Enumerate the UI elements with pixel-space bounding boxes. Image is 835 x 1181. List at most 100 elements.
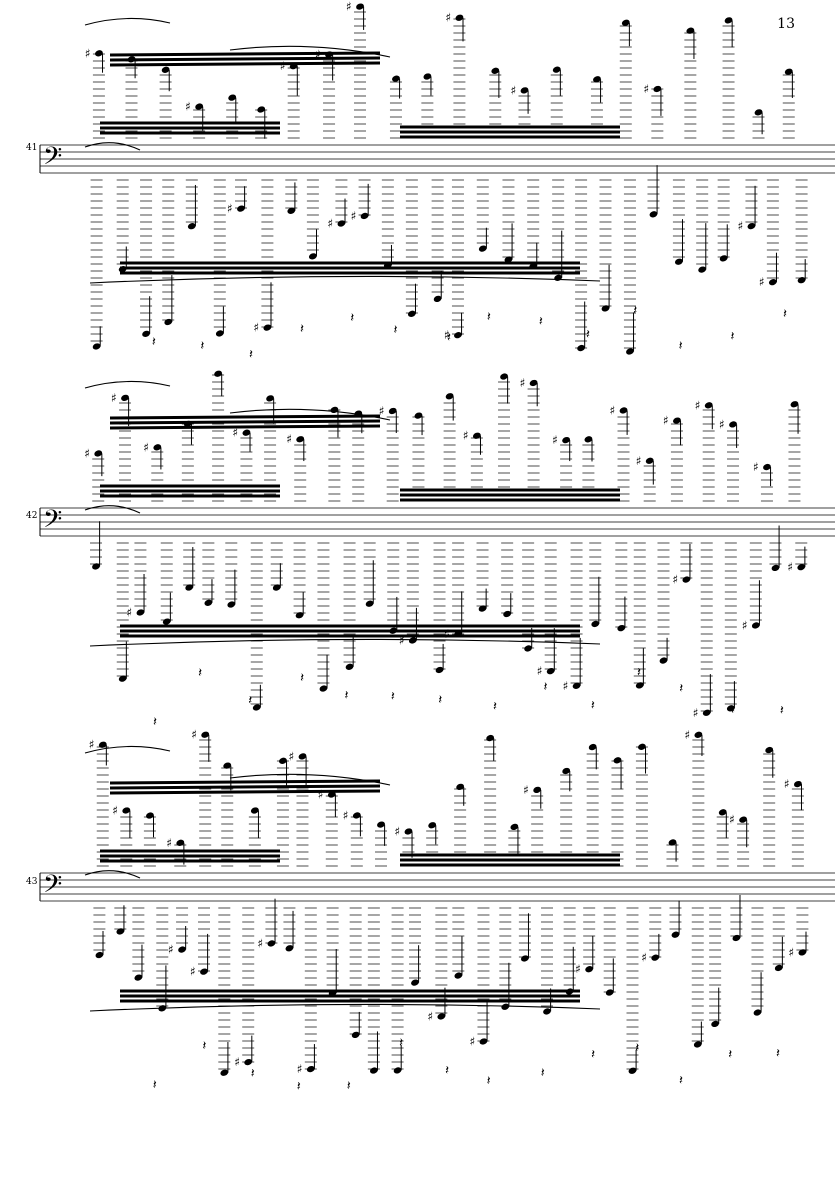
sharp-accidental: ♯ <box>227 202 233 216</box>
rest: 𝄽 <box>347 1079 351 1094</box>
notehead <box>751 622 760 629</box>
notehead <box>392 75 400 82</box>
notehead <box>763 463 771 471</box>
notehead <box>673 417 681 424</box>
notehead <box>572 682 581 689</box>
notehead <box>445 393 454 400</box>
notehead <box>562 767 571 775</box>
rest: 𝄽 <box>731 330 735 345</box>
notehead <box>653 85 662 93</box>
notehead <box>711 1020 720 1028</box>
rest: 𝄽 <box>591 698 595 713</box>
bass-clef: 𝄢 <box>43 870 62 905</box>
notehead <box>351 1031 360 1039</box>
notehead <box>287 207 296 214</box>
notehead <box>486 734 495 742</box>
bass-clef: 𝄢 <box>43 142 62 177</box>
tie <box>84 745 171 754</box>
notehead <box>308 253 317 260</box>
rest: 𝄽 <box>202 1039 206 1054</box>
notehead <box>479 1038 488 1045</box>
sharp-accidental: ♯ <box>444 328 450 342</box>
sharp-accidental: ♯ <box>742 618 748 632</box>
notehead <box>327 791 336 798</box>
sharp-accidental: ♯ <box>84 446 90 460</box>
notehead <box>92 343 101 350</box>
sharp-accidental: ♯ <box>463 429 469 443</box>
rest: 𝄽 <box>731 703 735 718</box>
sharp-accidental: ♯ <box>280 59 286 73</box>
notehead <box>797 564 806 571</box>
notehead <box>116 928 125 935</box>
notehead <box>227 601 236 608</box>
rest: 𝄽 <box>679 339 683 354</box>
sharp-accidental: ♯ <box>784 777 790 791</box>
sharp-accidental: ♯ <box>788 945 794 959</box>
notehead <box>510 823 519 831</box>
rest: 𝄽 <box>300 671 304 686</box>
notehead <box>552 66 561 73</box>
notehead <box>437 1013 446 1020</box>
notehead <box>263 324 272 331</box>
notehead <box>626 348 634 355</box>
notehead <box>337 220 346 227</box>
beam <box>109 61 381 67</box>
notehead <box>645 457 654 464</box>
page-number: 13 <box>777 16 795 32</box>
tie <box>89 1003 601 1012</box>
notehead <box>617 624 626 632</box>
notehead <box>659 657 668 664</box>
notehead <box>176 839 185 846</box>
notehead <box>195 103 204 110</box>
sharp-accidental: ♯ <box>297 1062 303 1076</box>
sharp-accidental: ♯ <box>143 440 149 454</box>
sharp-accidental: ♯ <box>89 738 95 752</box>
rest: 𝄽 <box>391 690 395 705</box>
notehead <box>649 211 658 218</box>
sharp-accidental: ♯ <box>672 573 678 587</box>
notehead <box>588 743 597 751</box>
notehead <box>628 1067 637 1074</box>
sharp-accidental: ♯ <box>636 454 642 468</box>
notehead <box>591 620 600 628</box>
notehead <box>201 731 210 738</box>
notehead <box>754 109 763 116</box>
notehead <box>503 610 512 618</box>
tie <box>89 638 601 647</box>
rest: 𝄽 <box>350 311 354 326</box>
notehead <box>161 66 170 73</box>
sharp-accidental: ♯ <box>318 788 324 802</box>
notehead <box>520 955 529 962</box>
sharp-accidental: ♯ <box>253 321 259 335</box>
beam <box>109 424 381 430</box>
sharp-accidental: ♯ <box>112 803 118 817</box>
sharp-accidental: ♯ <box>288 749 294 763</box>
beam <box>109 56 381 62</box>
rest: 𝄽 <box>776 1047 780 1062</box>
notehead <box>798 949 807 956</box>
sharp-accidental: ♯ <box>753 460 759 474</box>
rest: 𝄽 <box>399 1036 403 1051</box>
rest: 𝄽 <box>586 327 590 342</box>
rest: 𝄽 <box>591 1047 595 1062</box>
notehead <box>771 564 780 572</box>
notehead <box>478 245 487 252</box>
notehead <box>747 222 756 230</box>
sharp-accidental: ♯ <box>343 808 349 822</box>
notehead <box>774 964 783 972</box>
beam <box>109 419 381 425</box>
notehead <box>204 599 213 606</box>
rest: 𝄽 <box>637 666 641 681</box>
notehead <box>252 704 261 711</box>
notehead <box>223 762 232 769</box>
tie <box>84 17 171 26</box>
rest: 𝄽 <box>635 1041 639 1056</box>
notehead <box>244 1058 253 1066</box>
sharp-accidental: ♯ <box>737 219 743 233</box>
notehead <box>790 401 799 408</box>
notehead <box>671 931 680 938</box>
sharp-accidental: ♯ <box>575 962 581 976</box>
notehead <box>686 27 695 34</box>
notehead <box>605 989 614 996</box>
rest: 𝄽 <box>200 339 204 354</box>
